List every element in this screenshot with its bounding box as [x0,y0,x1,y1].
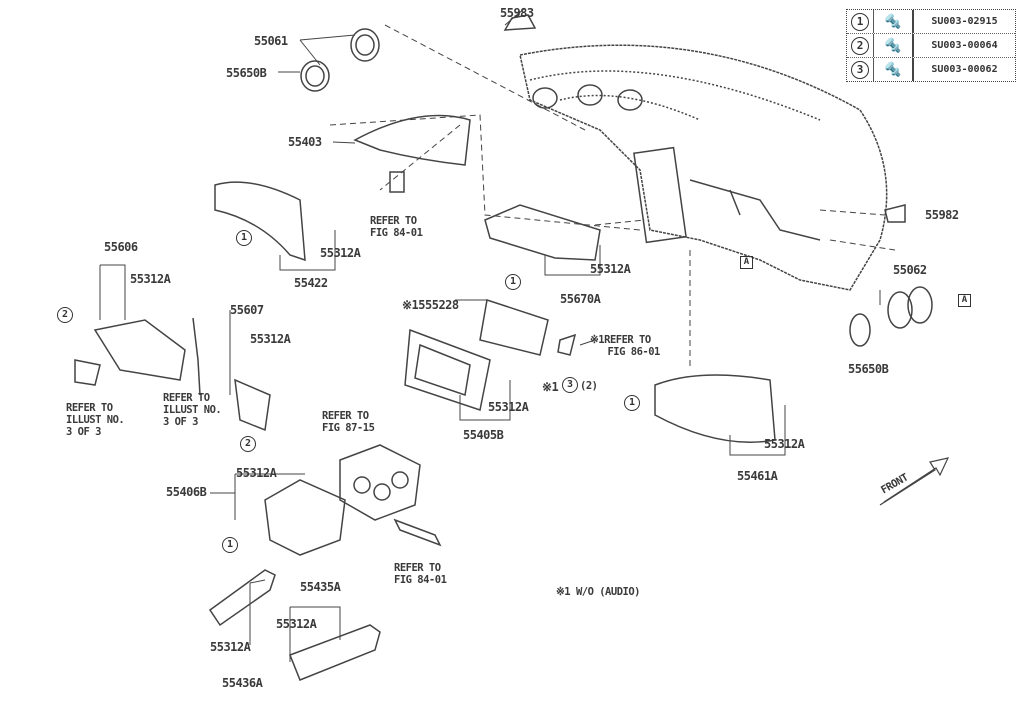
reference-note[interactable]: REFER TO FIG 87-15 [322,410,375,434]
quantity-note: (2) [580,380,598,392]
screw-callout-2: 2 [240,436,256,452]
part-label[interactable]: 55312A [764,437,805,451]
footnote-mark: ※1 [542,380,559,394]
part-label[interactable]: 55312A [276,617,317,631]
reference-note[interactable]: REFER TO FIG 84-01 [394,562,447,586]
legend-num: 3 [851,60,869,79]
part-label[interactable]: 55405B [463,428,504,442]
screw-callout-1: 1 [236,230,252,246]
screw-icon: 🔩 [874,58,914,81]
legend-row-1: 1 🔩 SU003-02915 [847,10,1015,34]
screw-icon: 🔩 [874,10,914,33]
reference-note[interactable]: REFER TO ILLUST NO. 3 OF 3 [66,402,125,438]
part-55983 [503,14,537,31]
part-label[interactable]: 55061 [254,34,288,48]
part-label[interactable]: 55312A [590,262,631,276]
legend-part-number: SU003-02915 [931,16,998,27]
dashboard-panel [519,44,888,291]
part-label[interactable]: 55983 [500,6,534,20]
part-label[interactable]: 55312A [320,246,361,260]
screw-callout-1: 1 [505,274,521,290]
part-label[interactable]: 55650B [226,66,267,80]
legend-row-3: 3 🔩 SU003-00062 [847,58,1015,81]
part-label[interactable]: 55435A [300,580,341,594]
reference-box-a: A [740,256,753,269]
reference-box-a: A [958,294,971,307]
screw-callout-3: 3 [562,377,578,393]
part-label[interactable]: 55406B [166,485,207,499]
part-label[interactable]: ※1555228 [402,298,459,312]
legend-row-2: 2 🔩 SU003-00064 [847,34,1015,58]
part-label[interactable]: 55312A [210,640,251,654]
part-label[interactable]: 55650B [848,362,889,376]
part-label[interactable]: 55606 [104,240,138,254]
reference-note[interactable]: REFER TO ILLUST NO. 3 OF 3 [163,392,222,428]
part-label[interactable]: 55312A [236,466,277,480]
part-label[interactable]: 55607 [230,303,264,317]
part-label[interactable]: 55436A [222,676,263,690]
part-label[interactable]: 55312A [130,272,171,286]
part-label[interactable]: 55062 [893,263,927,277]
legend-num: 1 [851,12,869,31]
part-label[interactable]: 55422 [294,276,328,290]
part-label[interactable]: 55403 [288,135,322,149]
footnote: ※1 W/O (AUDIO) [556,586,640,598]
legend-part-number: SU003-00062 [931,64,998,75]
reference-note[interactable]: REFER TO FIG 84-01 [370,215,423,239]
part-label[interactable]: 55670A [560,292,601,306]
screw-icon: 🔩 [874,34,914,57]
screw-callout-1: 1 [624,395,640,411]
part-label[interactable]: 55312A [488,400,529,414]
part-label[interactable]: 55312A [250,332,291,346]
screw-callout-2: 2 [57,307,73,323]
part-label[interactable]: 55982 [925,208,959,222]
part-label[interactable]: 55461A [737,469,778,483]
screw-callout-1: 1 [222,537,238,553]
reference-note[interactable]: ※1REFER TO FIG 86-01 [590,334,660,358]
screw-legend-table: 1 🔩 SU003-02915 2 🔩 SU003-00064 3 🔩 SU003-0006… [846,9,1016,82]
legend-part-number: SU003-00064 [931,40,998,51]
legend-num: 2 [851,36,869,55]
